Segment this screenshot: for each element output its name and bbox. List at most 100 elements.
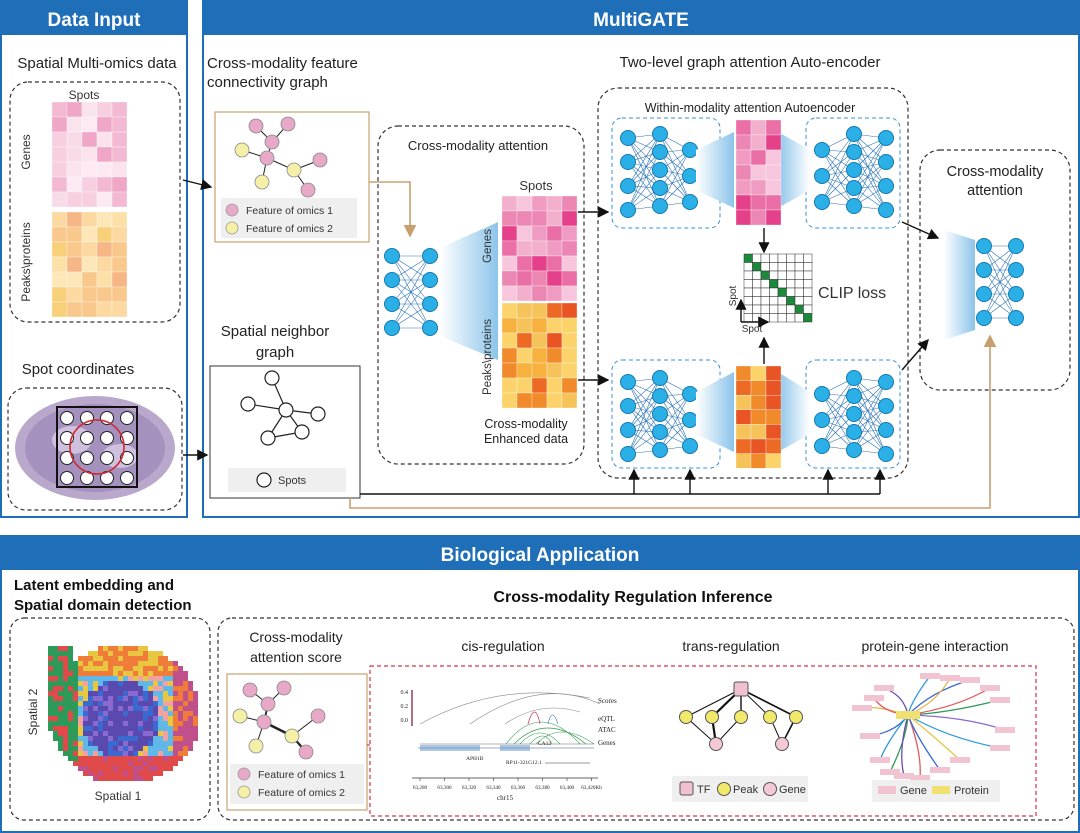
latent-genes-embedding [735,119,782,226]
latent-title-1: Latent embedding and [14,577,174,594]
decoder-bottom-network [814,370,894,462]
feature-graph-title-2: connectivity graph [207,74,328,91]
spatial-graph [240,370,326,446]
trans-legend-bg [672,776,808,802]
regulation-detail-box [369,665,1037,817]
feature-graph-title-1: Cross-modality feature [207,55,358,72]
spatial-graph-title-2: graph [256,344,294,361]
spots-legend: Spots [278,475,307,487]
enhanced-data-2: Enhanced data [484,432,568,446]
feature-graph-box [214,111,370,243]
x-tick: 63,360 [511,785,526,791]
cross-attention-right-box [919,149,1071,391]
spatial-graph-title-1: Spatial neighbor [221,323,329,340]
pgi-title: protein-gene interaction [861,638,1008,654]
spatial-domain-map [48,646,198,781]
y-tick-0: 0.4 [401,690,409,696]
encoder-top-network [620,126,698,218]
gene-aph1b: APH1B [466,756,484,762]
genes-heatmap [51,101,128,208]
y-tick-1: 0.2 [401,704,409,710]
cross-funnel [440,222,498,360]
two-level-title: Two-level graph attention Auto-encoder [620,54,881,71]
gene-rp11: RP11-321G12.1 [506,760,542,766]
trans-legend-tf: TF [697,784,711,796]
peaks-label-mid: Peaks\proteins [482,319,494,395]
omics1-legend-icon [225,203,239,217]
encoder-bottom-network [620,370,698,462]
decoder-top-network [814,126,894,218]
feature-legend-omics2: Feature of omics 2 [246,223,333,235]
track-atac: ATAC [598,726,616,734]
cis-title: cis-regulation [461,638,544,654]
x-tick: 63,420Kb [581,785,602,791]
x-tick: 63,320 [462,785,477,791]
chr-label: chr15 [497,794,513,802]
score-title-1: Cross-modality [249,629,342,645]
latent-peaks-embedding [735,365,782,469]
trans-title: trans-regulation [682,638,779,654]
spots-legend-bg [228,468,346,492]
genes-label: Genes [19,134,33,169]
multiomics-box [9,81,181,323]
peaks-heatmap [51,211,128,318]
y-tick-2: 0.0 [401,718,409,724]
spatial-graph-box [209,365,361,499]
cross-attention-right-2: attention [967,183,1023,199]
track-eqtl: eQTL [598,715,615,723]
score-title-2: attention score [250,649,342,665]
omics2-legend-icon [225,221,239,235]
pgi-legend-gene: Gene [900,785,927,797]
enhanced-data-1: Cross-modality [484,417,568,431]
clip-similarity-matrix [743,253,813,323]
score-graph-box [226,673,368,811]
pgi-legend-protein: Protein [954,785,989,797]
enhanced-genes-heatmap [501,195,578,302]
decoder-bottom-box [805,359,901,469]
feature-legend-bg [221,198,357,238]
peaks-label: Peaks\proteins [19,222,33,301]
attention-score-graph [232,680,326,760]
cross-attention-box [377,125,585,465]
data-input-header: Data Input [48,10,142,31]
x-tick: 63,400 [560,785,575,791]
score-legend-omics1: Feature of omics 1 [258,769,345,781]
multigate-header: MultiGATE [593,10,689,31]
clip-axis-y: Spot [728,285,739,306]
clip-axis-x: Spot [742,324,763,335]
enhanced-peaks-heatmap [501,302,578,409]
feature-legend-omics1: Feature of omics 1 [246,205,333,217]
x-tick: 63,280 [413,785,428,791]
spot-legend-icon [256,472,272,488]
cis-regulation-plot: 0.4 0.2 0.0 Scores eQTL ATAC Genes APH1B… [401,690,617,802]
regulation-title: Cross-modality Regulation Inference [493,589,772,606]
x-tick: 63,300 [437,785,452,791]
cross-attention-right-network [976,238,1024,326]
x-tick: 63,340 [486,785,501,791]
clip-loss-label: CLIP loss [818,285,886,302]
genes-label-mid: Genes [482,229,494,263]
multigate-header-bg [203,1,1079,35]
protein-gene-network [852,673,1015,781]
feature-graph [234,116,328,198]
neighborhood-circle [69,419,125,475]
data-input-header-bg [1,1,187,35]
track-scores: Scores [598,697,617,705]
cross-attention-right-1: Cross-modality [947,164,1044,180]
spots-label-mid: Spots [519,178,553,193]
within-title: Within-modality attention Autoencoder [645,101,856,115]
bio-app-header: Biological Application [441,545,640,566]
spatial-2-label: Spatial 2 [26,688,40,735]
score-legend-omics2: Feature of omics 2 [258,787,345,799]
bio-app-header-bg [1,536,1079,570]
cross-attention-title: Cross-modality attention [408,138,548,153]
x-tick: 63,380 [535,785,550,791]
spots-label: Spots [69,88,100,102]
two-level-box [597,87,909,479]
regulation-box [217,617,1075,821]
score-legend-bg [230,764,364,804]
spatial-multiomics-title: Spatial Multi-omics data [17,55,177,72]
spot-grid-box [56,406,138,488]
spatial-1-label: Spatial 1 [95,789,142,803]
